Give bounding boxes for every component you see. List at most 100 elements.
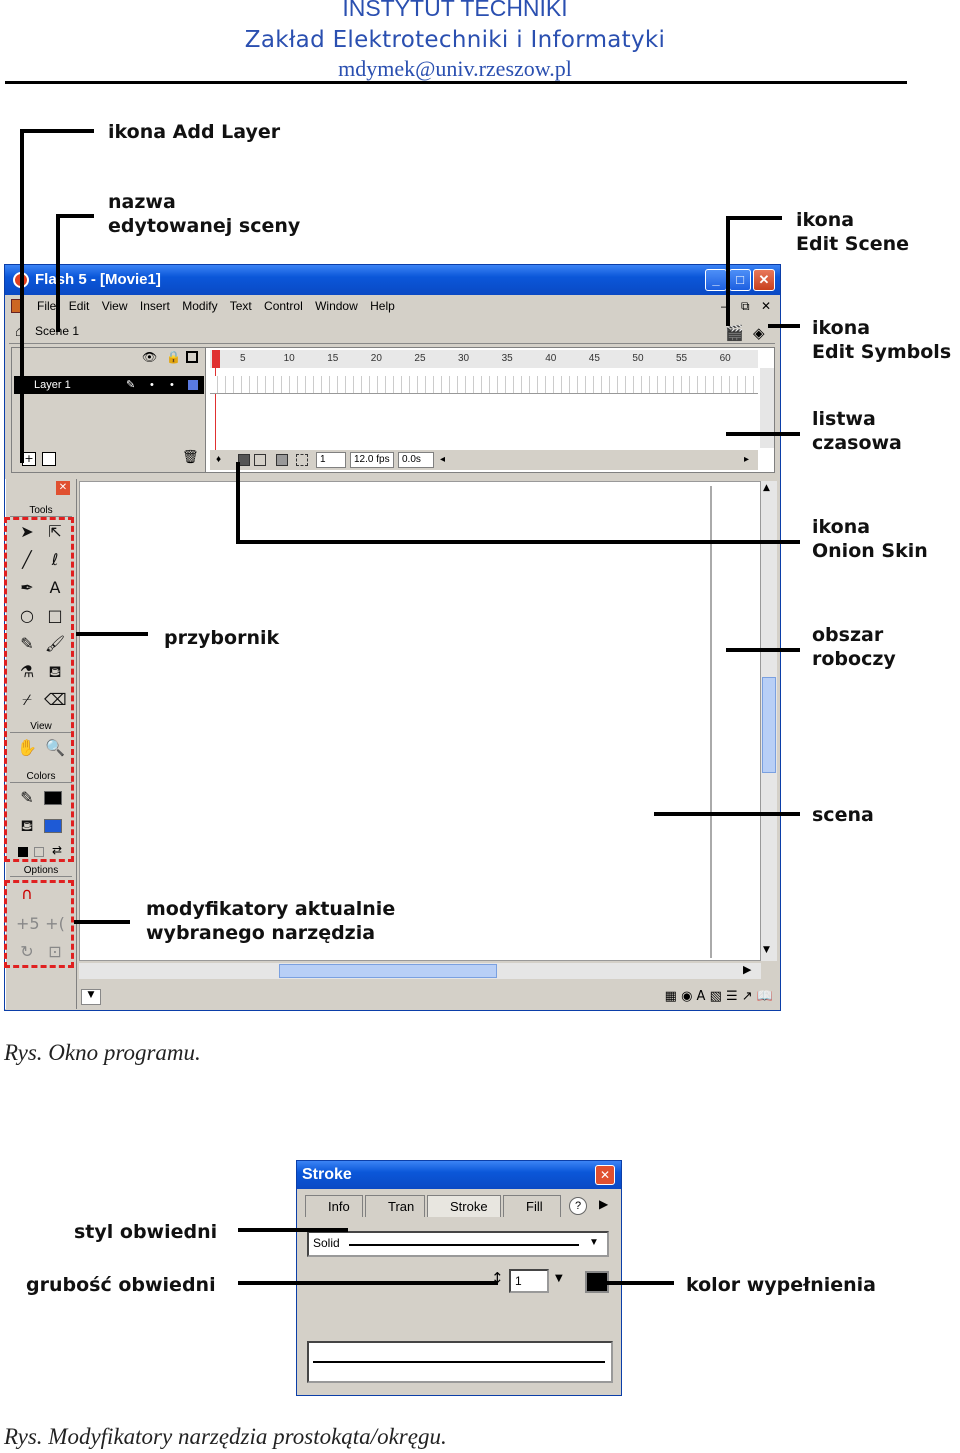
playhead[interactable] — [212, 350, 220, 368]
panel-tabs: Info Tran Stroke Fill ? ▶ — [305, 1195, 617, 1217]
stroke-color-swatch[interactable] — [44, 791, 62, 805]
layer-row[interactable]: Layer 1 ✎ • • — [14, 376, 204, 394]
layer-dot-lock: • — [170, 379, 174, 391]
eraser-tool-icon[interactable]: ⌫ — [44, 690, 67, 709]
vscroll-thumb[interactable] — [762, 677, 776, 773]
frame-rate: 12.0 fps — [350, 452, 394, 468]
stroke-color-icon[interactable]: ✎ — [20, 788, 34, 807]
stage-area[interactable] — [79, 481, 761, 961]
tab-transform[interactable]: Tran — [365, 1195, 425, 1217]
lasso-tool-icon[interactable]: ℓ — [51, 550, 59, 569]
help-icon[interactable]: ? — [569, 1197, 587, 1215]
scale-icon[interactable]: ⊡ — [48, 942, 62, 961]
stroke-style-select[interactable]: Solid ▼ — [307, 1231, 609, 1257]
no-color-icon[interactable] — [34, 847, 44, 857]
launcher-icons[interactable]: ▦ ◉ A ▧ ☰ ↗ 📖 — [664, 989, 773, 1004]
swap-colors-icon[interactable]: ⇄ — [52, 843, 63, 857]
text-tool-icon[interactable]: A — [49, 578, 61, 597]
add-guide-layer-icon[interactable] — [42, 452, 56, 466]
stage-vscroll[interactable]: ▲ ▼ — [761, 481, 777, 961]
header-rule — [5, 81, 907, 84]
scroll-left-arrow[interactable]: ◂ — [440, 454, 446, 465]
eye-icon[interactable]: 👁 — [142, 350, 158, 364]
straighten-icon[interactable]: +( — [45, 914, 65, 933]
edit-symbols-icon[interactable]: ◈ — [753, 325, 765, 342]
hand-tool-icon[interactable]: ✋ — [17, 738, 37, 757]
panel-close-icon[interactable]: ✕ — [595, 1165, 615, 1185]
scroll-up-arrow[interactable]: ▲ — [763, 483, 770, 493]
stage-hscroll[interactable]: ▶ — [79, 963, 761, 979]
delete-layer-icon[interactable]: 🗑 — [182, 450, 199, 465]
view-header: View — [10, 721, 72, 733]
scroll-down-arrow[interactable]: ▼ — [763, 945, 770, 955]
menu-text[interactable]: Text — [229, 299, 252, 313]
ruler-tick-label: 5 — [240, 353, 246, 364]
menu-view[interactable]: View — [101, 299, 128, 313]
lock-icon[interactable]: 🔒 — [166, 350, 181, 364]
tab-info[interactable]: Info — [305, 1195, 363, 1217]
doc-minimize-button[interactable]: – — [721, 299, 728, 313]
center-frame-icon[interactable]: ♦ — [216, 454, 222, 465]
rectangle-tool-icon[interactable]: □ — [47, 606, 63, 625]
pencil-tool-icon[interactable]: ✎ — [20, 634, 34, 653]
modify-onion-markers-icon[interactable] — [296, 454, 308, 466]
doc-close-button[interactable]: ✕ — [761, 299, 772, 313]
scene-icon: ⌂ — [15, 323, 23, 339]
chevron-down-icon[interactable]: ▼ — [589, 1237, 599, 1248]
menu-control[interactable]: Control — [264, 299, 303, 313]
toolbox-close-icon[interactable]: ✕ — [56, 481, 70, 495]
label-backdrop-modifiers — [130, 888, 490, 960]
onion-skin-icon[interactable] — [238, 454, 250, 466]
caption-window: Rys. Okno programu. — [4, 1040, 201, 1065]
stroke-width-dropdown-icon[interactable]: ▼ — [555, 1273, 563, 1284]
default-colors-icon[interactable] — [18, 847, 28, 857]
menu-window[interactable]: Window — [315, 299, 358, 313]
maximize-button[interactable]: □ — [729, 269, 751, 291]
panel-menu-arrow-icon[interactable]: ▶ — [599, 1197, 609, 1211]
rotate-icon[interactable]: ↻ — [20, 942, 34, 961]
subselect-tool-icon[interactable]: ⇱ — [48, 522, 62, 541]
doc-restore-button[interactable]: ⧉ — [741, 299, 750, 313]
hscroll-thumb[interactable] — [279, 964, 497, 978]
fill-color-icon[interactable]: ⛾ — [20, 816, 34, 835]
edit-scene-icon[interactable]: 🎬 — [725, 325, 744, 342]
menu-file[interactable]: File — [37, 299, 57, 313]
paint-bucket-tool-icon[interactable]: ⛾ — [48, 662, 62, 681]
tab-fill[interactable]: Fill — [503, 1195, 561, 1217]
label-edit-scene: ikona Edit Scene — [796, 209, 910, 255]
arrow-tool-icon[interactable]: ➤ — [20, 522, 34, 541]
ink-bottle-tool-icon[interactable]: ⚗ — [19, 662, 35, 681]
add-layer-icon[interactable]: + — [22, 452, 36, 466]
brush-tool-icon[interactable]: 🖌 — [44, 634, 66, 653]
scroll-right-arrow-stage[interactable]: ▶ — [743, 963, 752, 976]
stroke-width-field[interactable]: 1 — [509, 1269, 549, 1293]
snap-magnet-icon[interactable]: ∩ — [21, 884, 33, 903]
zoom-tool-icon[interactable]: 🔍 — [45, 738, 65, 757]
close-button[interactable]: ✕ — [753, 269, 775, 291]
minimize-button[interactable]: _ — [705, 269, 727, 291]
scroll-right-arrow[interactable]: ▸ — [744, 454, 750, 465]
menu-insert[interactable]: Insert — [139, 299, 170, 313]
timeline-vscroll[interactable] — [760, 368, 774, 448]
zoom-dropdown[interactable]: ▼ — [81, 989, 101, 1005]
pen-tool-icon[interactable]: ✒ — [20, 578, 34, 597]
label-modifiers: modyfikatory aktualnie wybranego narzędz… — [146, 898, 396, 944]
edit-multiple-frames-icon[interactable] — [276, 454, 288, 466]
line-tool-icon[interactable]: ╱ — [22, 550, 32, 569]
outline-icon[interactable] — [186, 351, 198, 363]
dropper-tool-icon[interactable]: ⌿ — [22, 690, 32, 709]
playhead-line — [215, 368, 216, 468]
menu-modify[interactable]: Modify — [182, 299, 218, 313]
frame-row[interactable] — [210, 376, 758, 394]
label-fill-color: kolor wypełnienia — [686, 1274, 876, 1296]
tab-stroke[interactable]: Stroke — [427, 1195, 501, 1217]
oval-tool-icon[interactable]: ○ — [20, 606, 34, 625]
smooth-icon[interactable]: +5 — [16, 914, 40, 933]
stage-canvas[interactable] — [82, 486, 712, 958]
menu-edit[interactable]: Edit — [68, 299, 90, 313]
fill-color-swatch[interactable] — [44, 819, 62, 833]
onion-skin-outlines-icon[interactable] — [254, 454, 266, 466]
menu-help[interactable]: Help — [370, 299, 395, 313]
tools-header: Tools — [10, 505, 72, 517]
label-backdrop-toolbox — [148, 620, 308, 692]
